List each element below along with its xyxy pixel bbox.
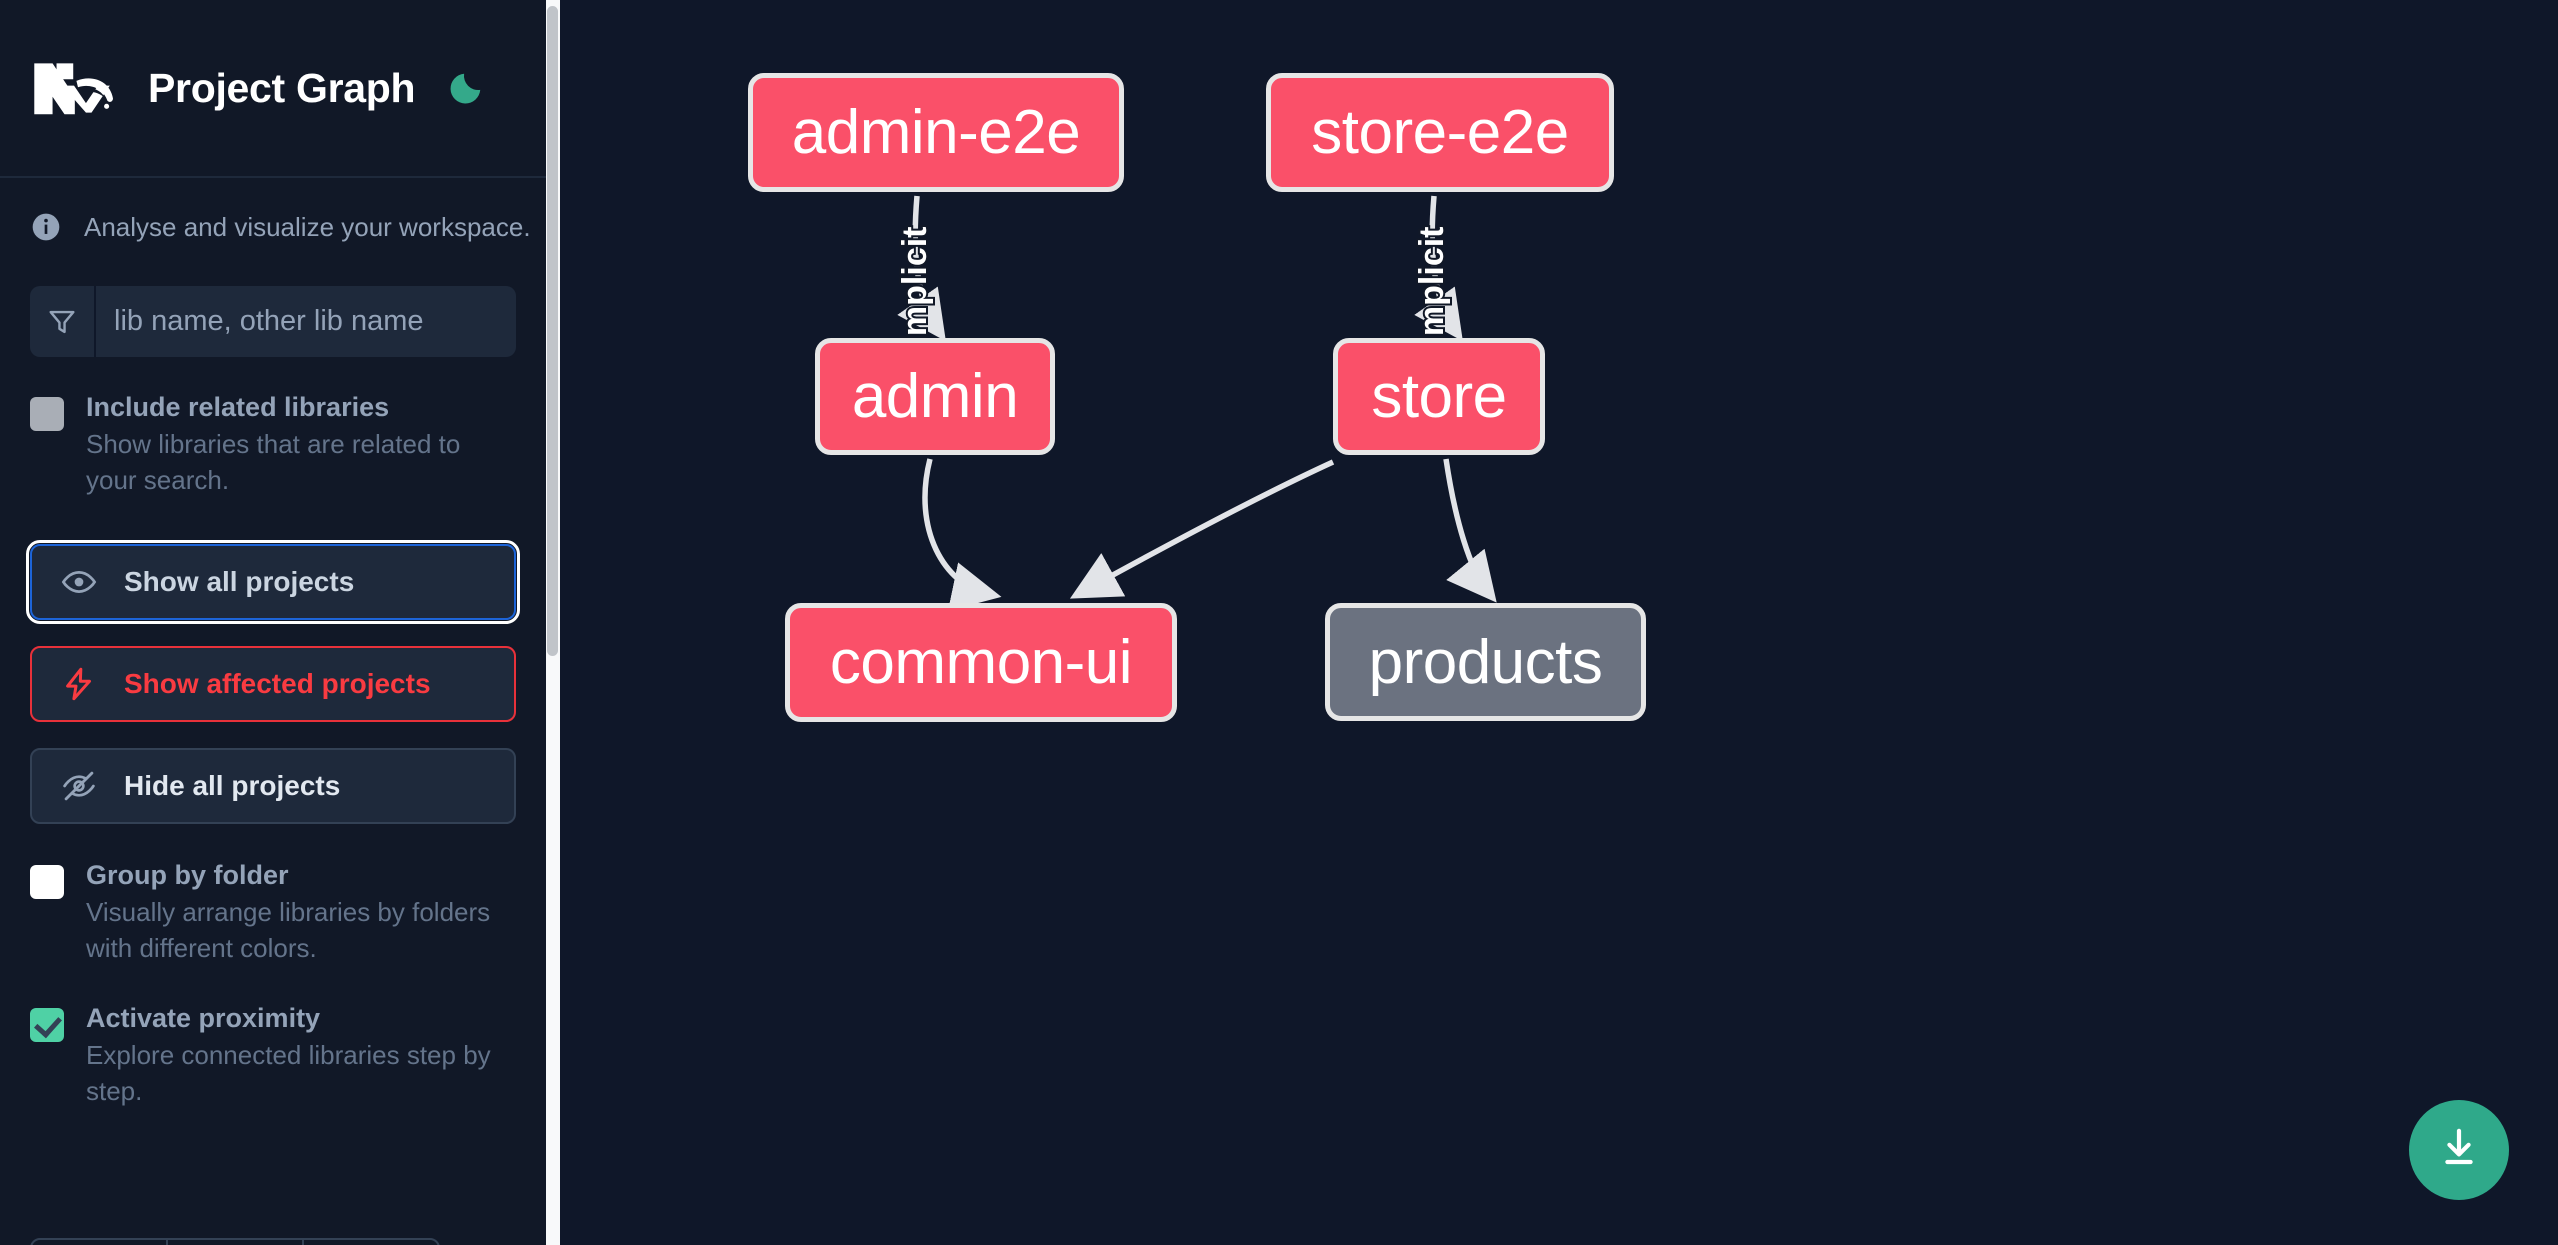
graph-node-admin-label: admin (851, 362, 1019, 431)
proximity-segment-1[interactable] (32, 1240, 168, 1245)
show-all-projects-label: Show all projects (124, 565, 355, 597)
proximity-segment-3[interactable] (304, 1240, 438, 1245)
edge-admin-e2e-to-admin (897, 195, 946, 342)
nx-logo-icon (30, 57, 126, 119)
hide-all-projects-label: Hide all projects (124, 769, 341, 801)
info-icon (30, 211, 62, 243)
download-icon (2435, 1124, 2483, 1177)
graph-node-products-label: products (1368, 627, 1603, 697)
graph-edges: implicit implicit (894, 195, 1497, 611)
show-affected-projects-button[interactable]: Show affected projects (30, 645, 516, 722)
checkbox-activate-proximity[interactable]: Activate proximity Explore connected lib… (0, 1003, 546, 1110)
checkbox-include-related-libraries[interactable]: Include related libraries Show libraries… (0, 392, 546, 499)
graph-canvas[interactable]: implicit implicit admin-e2e store-e2e ad… (560, 0, 2558, 1245)
graph-node-admin-e2e[interactable]: admin-e2e (748, 73, 1124, 192)
proximity-segment-2[interactable] (168, 1240, 304, 1245)
graph-node-store-e2e[interactable]: store-e2e (1266, 73, 1614, 192)
search-box (30, 286, 516, 357)
edge-store-e2e-to-store (1414, 195, 1463, 342)
edge-label-implicit-admin: implicit (896, 226, 934, 345)
checkbox-group-by-folder[interactable]: Group by folder Visually arrange librari… (0, 860, 546, 967)
graph-node-admin-e2e-label: admin-e2e (791, 98, 1081, 167)
sidebar-header: Project Graph (0, 0, 546, 178)
page-title: Project Graph (148, 64, 416, 111)
graph-node-admin[interactable]: admin (815, 338, 1055, 455)
graph-node-products[interactable]: products (1325, 603, 1646, 721)
graph-node-store-e2e-label: store-e2e (1311, 98, 1569, 167)
checkbox-include-related-libraries-label: Include related libraries (86, 392, 390, 422)
sidebar-info: Analyse and visualize your workspace. (0, 178, 546, 243)
show-affected-projects-label: Show affected projects (124, 667, 431, 699)
download-graph-button[interactable] (2409, 1100, 2509, 1200)
graph-node-store-label: store (1371, 362, 1507, 431)
filter-icon[interactable] (30, 286, 96, 357)
edge-labels: implicit implicit (894, 224, 1453, 347)
search-input[interactable] (96, 286, 516, 357)
checkbox-group-by-folder-description: Visually arrange libraries by folders wi… (86, 897, 491, 964)
sidebar-scrollbar-track[interactable] (546, 0, 560, 1245)
project-visibility-buttons: Show all projects Show affected projects (26, 539, 520, 824)
eye-icon (60, 563, 98, 601)
edge-store-to-common-ui (1069, 459, 1335, 599)
sidebar-info-text: Analyse and visualize your workspace. (84, 211, 531, 242)
checkbox-activate-proximity-description: Explore connected libraries step by step… (86, 1040, 491, 1107)
edge-store-to-products (1443, 458, 1497, 603)
hide-all-projects-button[interactable]: Hide all projects (30, 747, 516, 824)
show-all-projects-button[interactable]: Show all projects (26, 539, 520, 624)
sidebar: Project Graph Analyse and visualize yo (0, 0, 560, 1245)
edge-admin-to-common-ui (922, 458, 1002, 611)
checkbox-include-related-libraries-description: Show libraries that are related to your … (86, 429, 461, 496)
graph-node-common-ui-label: common-ui (829, 628, 1133, 697)
graph-node-store[interactable]: store (1333, 338, 1545, 455)
edge-label-implicit-store: implicit (1413, 226, 1451, 345)
sidebar-scrollbar-thumb[interactable] (547, 6, 558, 656)
checkbox-group-by-folder-label: Group by folder (86, 859, 289, 890)
checkbox-activate-proximity-label: Activate proximity (86, 1002, 321, 1033)
checkbox-include-related-libraries-box[interactable] (30, 397, 64, 431)
proximity-segmented-control[interactable] (30, 1238, 440, 1245)
lightning-icon (60, 665, 98, 703)
checkbox-activate-proximity-box[interactable] (30, 1007, 64, 1042)
checkbox-group-by-folder-box[interactable] (30, 864, 64, 899)
moon-icon[interactable] (443, 65, 489, 111)
graph-node-common-ui[interactable]: common-ui (785, 603, 1177, 722)
eye-off-icon (60, 767, 98, 805)
